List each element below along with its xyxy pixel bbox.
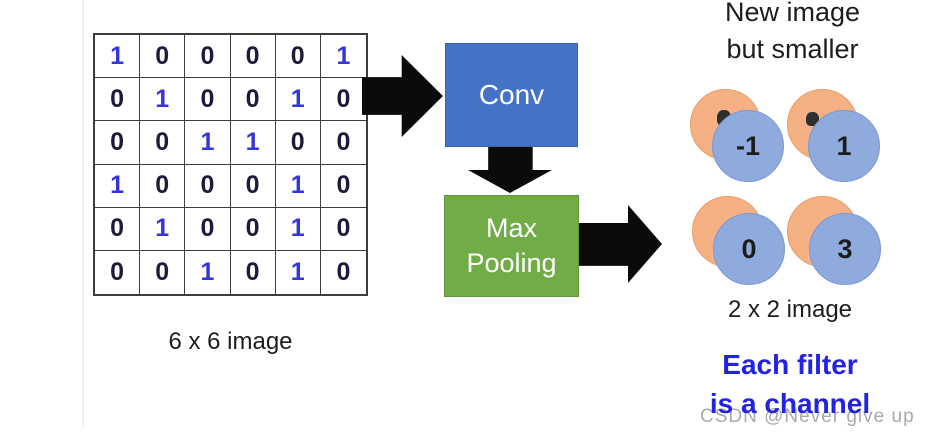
conv-label: Conv — [478, 79, 545, 110]
output-value: 0 — [741, 233, 757, 264]
matrix-cell: 0 — [140, 164, 186, 208]
matrix-cell: 0 — [140, 121, 186, 165]
output-value: -1 — [735, 130, 760, 161]
matrix-cell: 0 — [230, 164, 276, 208]
matrix-cell: 0 — [320, 165, 366, 208]
arrow-right-icon — [577, 205, 662, 283]
filter-channel-note: Each filter is a channel — [680, 346, 900, 423]
matrix-cell: 1 — [95, 164, 141, 208]
matrix-cell: 1 — [140, 207, 186, 251]
filter-channel-note-line1: Each filter — [722, 349, 858, 380]
conv-box: Conv — [445, 43, 578, 147]
matrix-cell: 1 — [275, 78, 321, 122]
matrix-cell: 0 — [140, 35, 186, 79]
matrix-cell: 0 — [185, 207, 231, 251]
matrix-cell: 0 — [230, 207, 276, 251]
matrix-cell: 1 — [230, 121, 276, 165]
output-value: 3 — [837, 233, 853, 264]
channel-front-circle: 1 — [808, 110, 880, 182]
matrix-cell: 0 — [230, 78, 276, 122]
arrow-right-icon — [362, 55, 443, 137]
output-heading-line2: but smaller — [726, 34, 859, 65]
output-caption: 2 x 2 image — [727, 296, 853, 323]
matrix-cell: 0 — [185, 164, 231, 208]
matrix-cell: 1 — [95, 35, 141, 79]
channel-front-circle: 3 — [809, 213, 881, 285]
arrow-down-icon — [468, 147, 552, 193]
matrix-cell: 0 — [95, 250, 141, 294]
matrix-cell: 0 — [231, 250, 276, 294]
matrix-cell: 1 — [140, 78, 186, 122]
matrix-cell: 1 — [185, 250, 231, 294]
matrix-cell: 1 — [276, 250, 321, 294]
matrix-caption: 6 x 6 image — [168, 328, 293, 355]
max-pooling-box: Max Pooling — [444, 195, 579, 297]
matrix-cell: 0 — [140, 250, 186, 294]
matrix-cell: 0 — [320, 78, 366, 122]
matrix-cell: 0 — [185, 78, 231, 122]
channel-front-circle: 0 — [713, 213, 785, 285]
matrix-cell: 0 — [230, 35, 276, 79]
matrix-cell: 1 — [185, 121, 231, 165]
output-value: 1 — [836, 130, 852, 161]
matrix-cell: 1 — [320, 35, 366, 79]
matrix-cell: 1 — [275, 207, 321, 251]
matrix-cell: 0 — [95, 78, 141, 122]
channel-front-circle: -1 — [712, 110, 784, 182]
slide-edge-divider — [82, 0, 84, 426]
output-heading: New image but smaller — [690, 0, 895, 69]
filter-channel-note-line2: is a channel — [709, 387, 871, 419]
matrix-cell: 0 — [336, 257, 351, 286]
output-heading-line1: New image — [724, 0, 861, 27]
matrix-cell: 0 — [185, 35, 231, 79]
matrix-cell: 0 — [320, 121, 366, 165]
matrix-cell: 0 — [95, 121, 141, 165]
max-pooling-label-line2: Pooling — [466, 248, 557, 278]
max-pooling-label-line1: Max — [485, 212, 537, 243]
matrix-cell: 1 — [275, 164, 321, 208]
matrix-cell: 0 — [320, 208, 366, 251]
matrix-cell: 0 — [95, 207, 141, 251]
watermark-text: CSDN @Never give up — [700, 406, 915, 427]
matrix-cell: 0 — [275, 35, 321, 79]
matrix-cell: 0 — [275, 121, 321, 165]
